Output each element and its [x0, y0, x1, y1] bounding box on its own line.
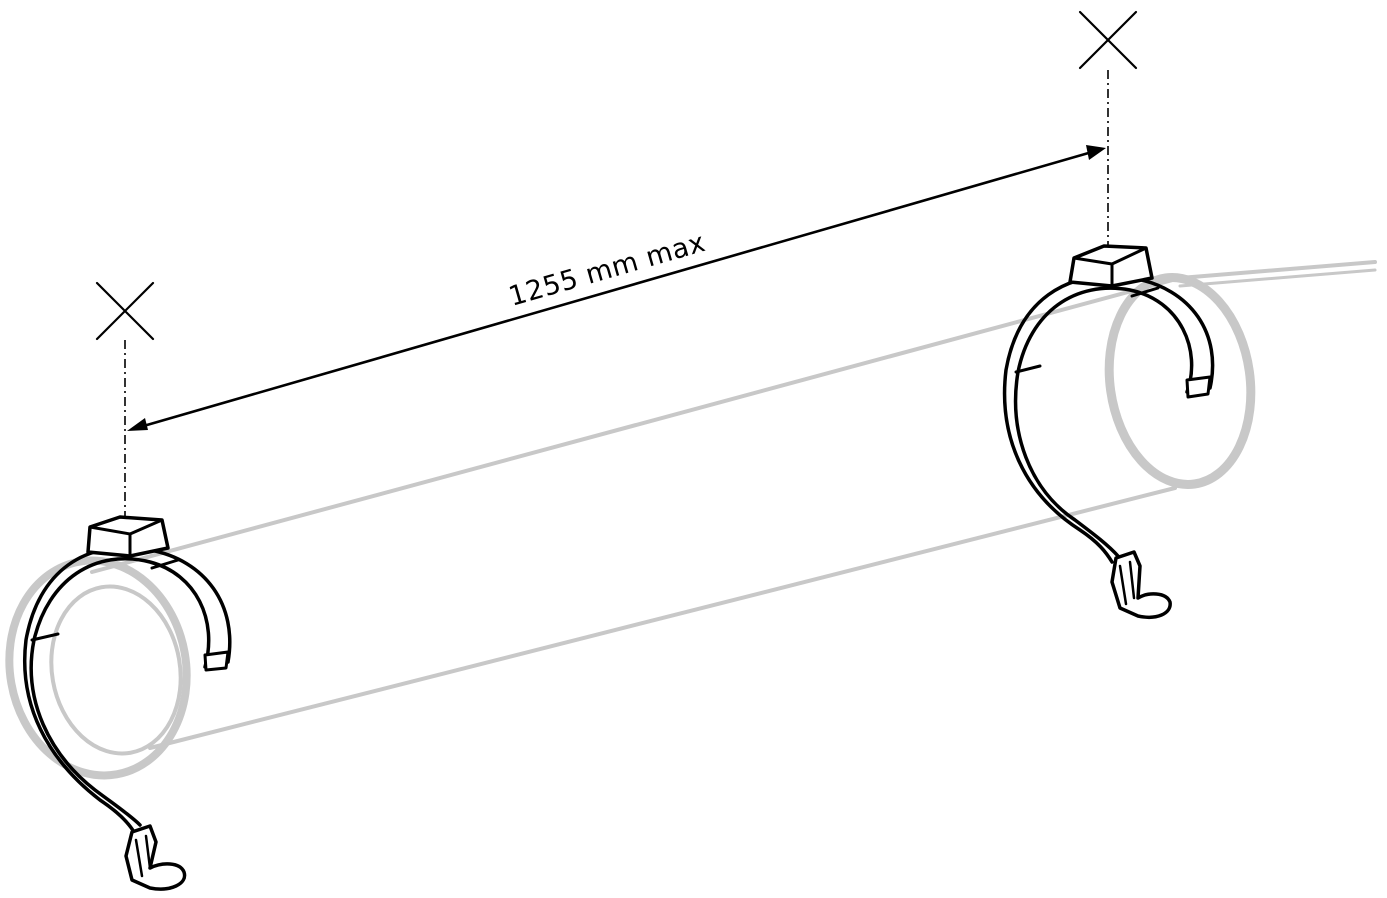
clip-hook-left-detail	[134, 834, 152, 878]
clip-joint-left-2	[150, 558, 180, 570]
pipe-far-end	[1104, 273, 1256, 489]
cross-mark-left-b	[95, 281, 155, 341]
dimension-arrow-left	[127, 418, 148, 431]
pipe-near-end-outer	[5, 556, 191, 780]
pipe-clip-left	[23, 515, 232, 891]
dimension: 1255 mm max	[127, 145, 1106, 431]
clip-band-left-inner	[23, 545, 232, 834]
clip-hook-right-detail	[1118, 560, 1136, 606]
clip-joint-right-2	[1130, 286, 1160, 298]
clip-joint-left	[30, 632, 60, 642]
dimension-arrow-right	[1086, 145, 1106, 160]
clip-boss-left-top	[88, 518, 164, 558]
fixing-point-left	[95, 281, 155, 522]
pipe-top-edge-inner	[1178, 268, 1377, 288]
pipe-top-edge	[90, 260, 1377, 574]
clip-band-right-outer	[1013, 286, 1194, 558]
cross-mark-right-b	[1078, 10, 1138, 70]
clip-band-right-inner	[1002, 274, 1215, 564]
clip-hook-left	[124, 824, 187, 891]
pipe	[5, 260, 1377, 780]
clip-tab-right	[1185, 375, 1212, 399]
pipe-clip-right	[1002, 244, 1215, 619]
dimension-line	[139, 150, 1093, 429]
fixing-point-right	[1078, 10, 1138, 250]
clip-boss-right-top	[1072, 246, 1148, 288]
clip-band-left-outer	[29, 557, 211, 827]
clip-tab-left	[203, 650, 230, 672]
pipe-near-end-inner	[49, 584, 183, 756]
dimension-label: 1255 mm max	[505, 227, 709, 313]
clip-hook-right	[1110, 550, 1172, 619]
clip-joint-right	[1014, 364, 1042, 374]
pipe-bottom-edge	[148, 486, 1177, 750]
